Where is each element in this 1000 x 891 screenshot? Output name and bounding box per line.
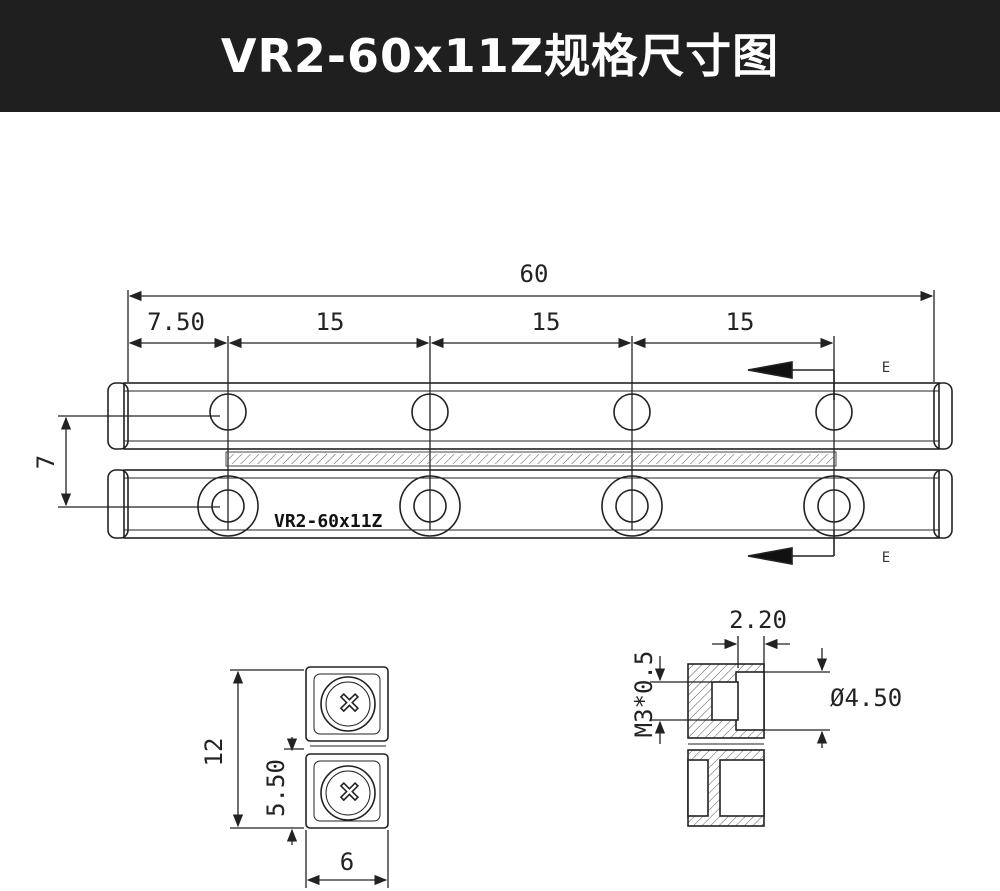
overall-length-dimension: [127, 290, 935, 382]
overall-length-label: 60: [520, 260, 549, 288]
width-dimension: [305, 830, 389, 888]
half-height-dimension: [284, 737, 304, 845]
page-title: VR2-60x11Z规格尺寸图: [220, 29, 780, 83]
section-marker-top: [747, 361, 835, 400]
section-marker-bottom: [747, 530, 835, 565]
counterbore-depth-label: 2.20: [729, 606, 787, 634]
height-label: 12: [200, 738, 228, 767]
section-marker-bottom-label: E: [882, 550, 890, 566]
half-height-label: 5.50: [262, 759, 290, 817]
rail-gap-label: 7: [32, 455, 60, 469]
upper-rail: [107, 382, 953, 450]
lower-rail: [107, 469, 953, 539]
roller-cage: [225, 451, 837, 467]
pitch-3-label: 15: [726, 308, 755, 336]
thread-label: M3*0.5: [630, 651, 658, 738]
title-banner: [0, 0, 1000, 112]
counterbore-diameter-dimension: [764, 648, 830, 748]
section-view: [687, 663, 765, 827]
screw-cross-icon: [339, 692, 360, 802]
thread-dimension: [650, 656, 712, 744]
counterbore-depth-dimension: [712, 636, 790, 668]
width-label: 6: [340, 848, 354, 876]
part-label: VR2-60x11Z: [274, 511, 383, 532]
pitch-2-label: 15: [532, 308, 561, 336]
section-marker-top-label: E: [882, 360, 890, 376]
height-dimension: [230, 669, 304, 829]
end-view: [305, 666, 389, 829]
pitch-1-label: 15: [316, 308, 345, 336]
pitch-dimensions: [128, 336, 835, 530]
rail-gap-dimension: [58, 415, 220, 508]
first-pitch-label: 7.50: [147, 308, 205, 336]
counterbore-diameter-label: Ø4.50: [830, 684, 902, 712]
